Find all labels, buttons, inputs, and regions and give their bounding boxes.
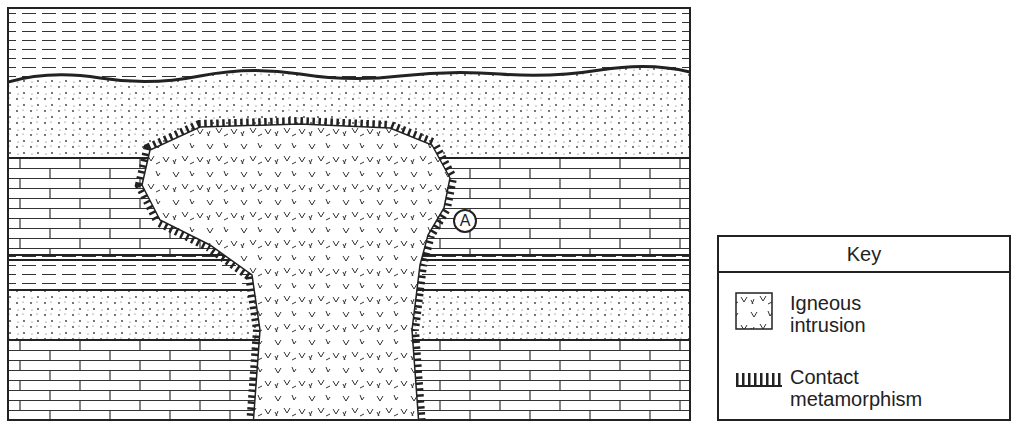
contact-sample-ticks: [736, 373, 782, 385]
igneous-sample: [736, 293, 772, 329]
legend-heading: Key: [718, 243, 1010, 265]
rock-layers: [8, 8, 690, 420]
callout-letter: A: [460, 212, 471, 230]
legend-box: [718, 236, 1010, 420]
section-frame: [8, 8, 690, 420]
contact-sample: [736, 385, 782, 387]
legend-text: Igneous intrusion: [790, 292, 930, 336]
callout-circle: A: [453, 209, 477, 233]
legend-text: Contact metamorphism: [790, 366, 940, 410]
